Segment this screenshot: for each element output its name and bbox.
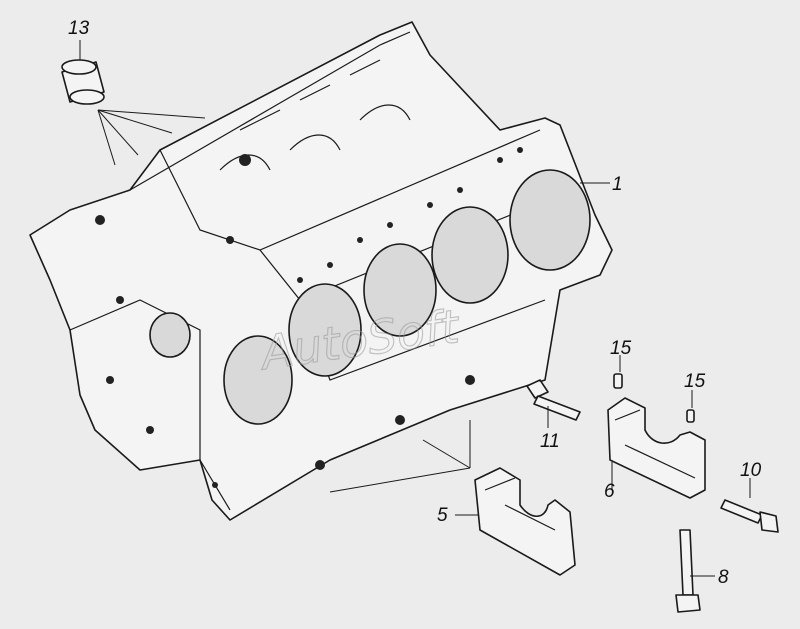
callout-5: 5	[437, 505, 448, 526]
callout-11: 11	[540, 431, 560, 452]
bolt-part-8	[675, 529, 701, 613]
callout-10: 10	[740, 460, 762, 481]
callout-13: 13	[68, 18, 90, 39]
callout-15-left: 15	[610, 338, 632, 359]
cylinder-bore	[363, 243, 437, 337]
cylinder-bore	[223, 335, 293, 425]
engine-block	[29, 21, 613, 521]
assembly-arrows	[97, 109, 471, 493]
dowel-pin-part-15	[613, 373, 623, 389]
cylinder-bore	[288, 283, 362, 377]
callout-6: 6	[604, 481, 615, 502]
callout-15-right: 15	[684, 371, 706, 392]
bushing-part-13	[61, 59, 105, 105]
camshaft-bore	[149, 312, 191, 358]
cylinder-bore	[509, 169, 591, 271]
bearing-cap-part-6	[607, 397, 706, 499]
bolt-part-11	[526, 379, 581, 421]
cylinder-bore	[431, 206, 509, 304]
callout-1: 1	[612, 174, 623, 195]
callout-8: 8	[718, 567, 729, 588]
dowel-pin-part-15-second	[686, 409, 695, 423]
callout-leaders	[79, 40, 751, 577]
bearing-cap-part-5	[474, 467, 576, 576]
bolt-part-10	[720, 499, 779, 533]
